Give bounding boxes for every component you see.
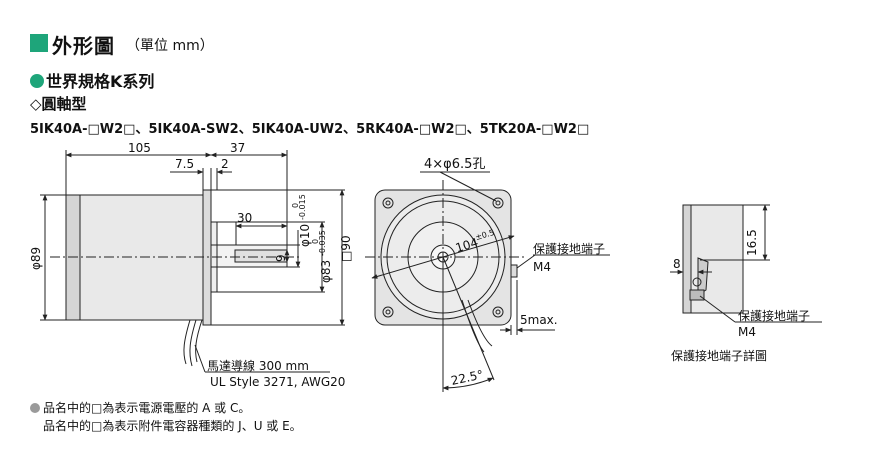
dim-8: 8	[673, 257, 681, 271]
detail-view	[670, 204, 822, 323]
dim-105: 105	[128, 141, 151, 155]
dim-phi10-tol-upper: 0	[291, 203, 300, 208]
model-list: 5IK40A-□W2□、5IK40A-SW2、5IK40A-UW2、5RK40A…	[30, 122, 590, 137]
side-view	[40, 150, 345, 373]
dim-phi83: φ83	[319, 260, 333, 283]
note-bullet-icon	[30, 403, 40, 413]
dim-phi83-tol-upper: 0	[311, 239, 320, 244]
note-1: 品名中的□為表示電源電壓的 A 或 C。	[30, 399, 250, 416]
series-title: 世界規格K系列	[46, 72, 155, 91]
dim-phi10: φ10	[298, 224, 312, 247]
lead-wire-label: 馬達導線 300 mm	[207, 358, 309, 373]
dim-16-5: 16.5	[745, 229, 759, 256]
lead-wire-spec: UL Style 3271, AWG20	[210, 375, 345, 389]
unit-label: （單位 mm）	[126, 38, 214, 54]
mounting-hole	[382, 197, 394, 209]
series-heading: 世界規格K系列	[30, 68, 154, 92]
mounting-hole	[382, 306, 394, 318]
dim-phi10-tol-lower: -0.015	[298, 194, 307, 220]
note-2-text: 品名中的□為表示附件電容器種類的 J、U 或 E。	[43, 419, 302, 433]
dim-5max: 5max.	[520, 313, 558, 327]
detail-ground-terminal-m4: M4	[738, 325, 756, 339]
ground-terminal-label: 保護接地端子	[533, 241, 605, 256]
dim-phi89: φ89	[29, 247, 43, 270]
title-marker	[30, 34, 48, 52]
front-view	[365, 171, 610, 392]
mounting-hole	[492, 306, 504, 318]
detail-caption: 保護接地端子詳圖	[671, 348, 767, 363]
dim-9: 9	[274, 254, 288, 262]
dim-square90: □90	[339, 235, 353, 262]
dim-pcd: 104	[454, 235, 480, 255]
dim-2: 2	[221, 157, 229, 171]
dim-angle: 22.5°	[450, 367, 485, 387]
detail-ground-terminal-label: 保護接地端子	[738, 308, 810, 323]
dim-holes: 4×φ6.5孔	[424, 157, 485, 172]
dim-30: 30	[237, 211, 252, 225]
dim-phi83-tol-lower: -0.035	[318, 230, 327, 256]
mounting-hole	[492, 197, 504, 209]
ground-terminal-m4: M4	[533, 260, 551, 274]
bullet-icon	[30, 74, 44, 88]
dim-7-5: 7.5	[175, 157, 194, 171]
dim-37: 37	[230, 141, 245, 155]
page-title: 外形圖	[52, 34, 115, 58]
note-1-text: 品名中的□為表示電源電壓的 A 或 C。	[43, 401, 251, 415]
shaft-type-heading: ◇圓軸型	[30, 95, 87, 113]
